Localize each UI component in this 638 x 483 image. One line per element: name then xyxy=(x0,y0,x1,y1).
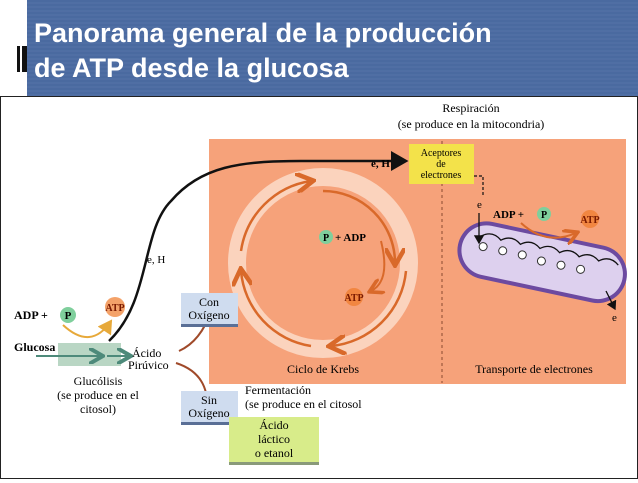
with-oxygen-line-1: Con xyxy=(199,295,219,309)
electron-label-1: e xyxy=(477,199,482,211)
acceptors-line-1: Aceptores xyxy=(421,148,462,159)
electron-flow-arrow xyxy=(108,151,409,342)
acceptors-line-3: electrones xyxy=(421,170,462,181)
phosphate-icon xyxy=(319,230,333,244)
electron-transport-membrane xyxy=(457,221,627,304)
glycolysis-atp: ATP xyxy=(105,303,124,314)
krebs-p: P xyxy=(323,233,329,244)
title-line-2: de ATP desde la glucosa xyxy=(34,53,349,83)
title-line-1: Panorama general de la producción xyxy=(34,18,492,48)
atp-burst-icon xyxy=(581,210,599,228)
without-oxygen-box xyxy=(181,391,238,424)
diagram-svg: Respiración (se produce en la mitocondri… xyxy=(14,101,627,465)
glycolysis-bar xyxy=(58,343,121,366)
title-banner xyxy=(27,0,638,97)
respiration-title: Respiración xyxy=(442,101,499,115)
pyruvic-line-1: Ácido xyxy=(132,346,161,360)
fermentation-line-2: (se produce en el citosol xyxy=(245,397,362,411)
pyruvic-line-2: Pirúvico xyxy=(128,358,169,372)
fermentation-line-1: Fermentación xyxy=(245,383,311,397)
glucose-label: Glucosa xyxy=(14,340,55,354)
transport-p: P xyxy=(541,210,547,221)
krebs-adp: + ADP xyxy=(335,232,366,244)
glycolysis-label-2: (se produce en el xyxy=(57,388,139,402)
eh-top: e, H xyxy=(371,158,390,170)
without-oxygen-line-2: Oxígeno xyxy=(188,406,229,420)
product-line-1: Ácido xyxy=(259,418,288,432)
phosphate-icon xyxy=(537,207,551,221)
product-line-3: o etanol xyxy=(255,446,294,460)
krebs-atp: ATP xyxy=(344,293,363,304)
transport-label: Transporte de electrones xyxy=(475,362,593,376)
transport-atp: ATP xyxy=(580,215,599,226)
glycolysis-adp: ADP + xyxy=(14,308,48,322)
atp-burst-icon xyxy=(345,288,363,306)
krebs-cycle xyxy=(228,168,418,358)
slide-title: Panorama general de la producción de ATP… xyxy=(34,16,492,86)
left-decoration xyxy=(0,0,27,97)
atp-burst-icon xyxy=(105,297,125,317)
respiration-subtitle: (se produce en la mitocondria) xyxy=(398,117,545,131)
with-oxygen-box xyxy=(181,293,238,326)
acceptors-box xyxy=(409,144,474,184)
with-oxygen-line-2: Oxígeno xyxy=(188,308,229,322)
atp-diagram: Respiración (se produce en la mitocondri… xyxy=(0,96,638,479)
glycolysis-p: P xyxy=(65,310,72,322)
eh-left: e, H xyxy=(147,254,165,266)
acceptors-line-2: de xyxy=(436,159,446,170)
glycolysis-label-3: citosol) xyxy=(80,402,116,416)
product-line-2: láctico xyxy=(258,432,290,446)
without-oxygen-line-1: Sin xyxy=(201,393,217,407)
electron-label-2: e xyxy=(612,312,617,324)
phosphate-icon xyxy=(60,307,76,323)
glycolysis-label-1: Glucólisis xyxy=(74,374,123,388)
krebs-label: Ciclo de Krebs xyxy=(287,362,359,376)
transport-adp: ADP + xyxy=(493,209,524,221)
product-box xyxy=(229,417,319,463)
